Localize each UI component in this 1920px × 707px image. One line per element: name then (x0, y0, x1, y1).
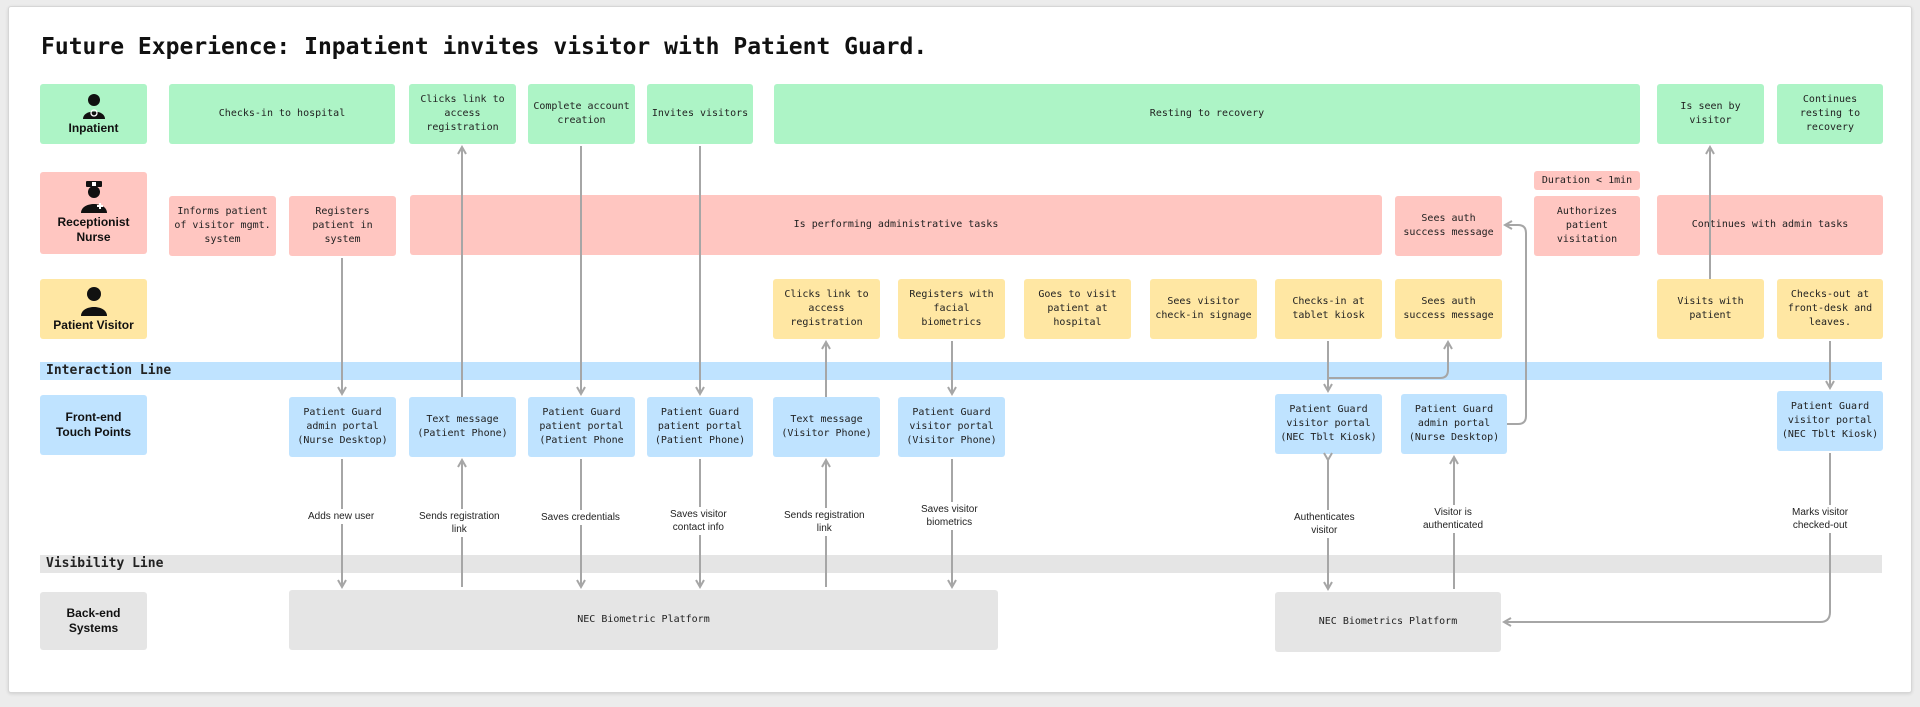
touchpoint-text-visitor: Text message (Visitor Phone) (773, 397, 880, 457)
step-sees-signage: Sees visitor check-in signage (1150, 279, 1257, 339)
lane-backend-systems: Back-end Systems (40, 592, 147, 650)
step-continues-resting: Continues resting to recovery (1777, 84, 1883, 144)
step-checks-out: Checks-out at front-desk and leaves. (1777, 279, 1883, 339)
touchpoint-patient-portal-2: Patient Guard patient portal (Patient Ph… (647, 397, 753, 457)
touchpoint-visitor-portal-kiosk-2: Patient Guard visitor portal (NEC Tblt K… (1777, 391, 1883, 451)
backend-nec-biometrics-platform: NEC Biometrics Platform (1275, 592, 1501, 652)
interaction-line: Interaction Line (40, 362, 1882, 380)
step-informs-patient: Informs patient of visitor mgmt. system (169, 196, 276, 256)
page-title: Future Experience: Inpatient invites vis… (41, 34, 928, 60)
touchpoint-patient-portal-1: Patient Guard patient portal (Patient Ph… (528, 397, 635, 457)
step-visits-patient: Visits with patient (1657, 279, 1764, 339)
visitor-person-icon (80, 286, 107, 316)
step-continues-admin: Continues with admin tasks (1657, 195, 1883, 255)
lane-receptionist-nurse: Receptionist Nurse (40, 172, 147, 254)
touchpoint-admin-portal-nurse-2: Patient Guard admin portal (Nurse Deskto… (1401, 394, 1507, 454)
lane-patient-visitor: Patient Visitor (40, 279, 147, 339)
edge-label-adds-user: Adds new user (306, 509, 377, 524)
step-visitor-clicks-link: Clicks link to access registration (773, 279, 880, 339)
edge-label-is-authenticated: Visitor is authenticated (1421, 505, 1486, 533)
duration-badge: Duration < 1min (1534, 171, 1640, 190)
step-authorizes-visitation: Authorizes patient visitation (1534, 196, 1640, 256)
touchpoint-admin-portal-nurse: Patient Guard admin portal (Nurse Deskto… (289, 397, 396, 457)
step-checks-in-hospital: Checks-in to hospital (169, 84, 395, 144)
step-patient-clicks-link: Clicks link to access registration (409, 84, 516, 144)
step-admin-tasks: Is performing administrative tasks (410, 195, 1382, 255)
lane-frontend-label: Front-end Touch Points (55, 410, 132, 439)
lane-inpatient-label: Inpatient (68, 120, 119, 135)
step-registers-patient: Registers patient in system (289, 196, 396, 256)
backend-nec-biometric-platform: NEC Biometric Platform (289, 590, 998, 650)
lane-inpatient: Inpatient (40, 84, 147, 144)
edge-label-saves-contact: Saves visitor contact info (668, 507, 729, 535)
step-nurse-sees-auth: Sees auth success message (1395, 196, 1502, 256)
edge-label-marks-checked-out: Marks visitor checked-out (1790, 505, 1851, 533)
step-registers-facial: Registers with facial biometrics (898, 279, 1005, 339)
lane-nurse-label: Receptionist Nurse (57, 215, 130, 244)
step-resting-recovery: Resting to recovery (774, 84, 1640, 144)
lane-visitor-label: Patient Visitor (53, 317, 134, 332)
interaction-line-label: Interaction Line (46, 363, 172, 378)
edge-label-sends-reg-visitor: Sends registration link (782, 508, 867, 536)
edge-label-sends-reg-patient: Sends registration link (417, 509, 502, 537)
step-invites-visitors: Invites visitors (647, 84, 753, 144)
edge-label-saves-credentials: Saves credentials (539, 510, 622, 525)
step-is-seen-by-visitor: Is seen by visitor (1657, 84, 1764, 144)
lane-backend-label: Back-end Systems (66, 606, 121, 635)
step-visitor-sees-auth: Sees auth success message (1395, 279, 1502, 339)
visibility-line: Visibility Line (40, 555, 1882, 573)
lane-frontend-touchpoints: Front-end Touch Points (40, 395, 147, 455)
step-goes-to-visit: Goes to visit patient at hospital (1024, 279, 1131, 339)
touchpoint-text-patient: Text message (Patient Phone) (409, 397, 516, 457)
touchpoint-visitor-portal-kiosk-1: Patient Guard visitor portal (NEC Tblt K… (1275, 394, 1382, 454)
touchpoint-visitor-portal-phone: Patient Guard visitor portal (Visitor Ph… (898, 397, 1005, 457)
visibility-line-label: Visibility Line (46, 556, 164, 571)
nurse-person-icon (80, 181, 107, 213)
step-complete-account: Complete account creation (528, 84, 635, 144)
inpatient-person-icon (82, 93, 105, 119)
step-checks-in-kiosk: Checks-in at tablet kiosk (1275, 279, 1382, 339)
edge-label-authenticates: Authenticates visitor (1292, 510, 1357, 538)
edge-label-saves-biometrics: Saves visitor biometrics (919, 502, 980, 530)
